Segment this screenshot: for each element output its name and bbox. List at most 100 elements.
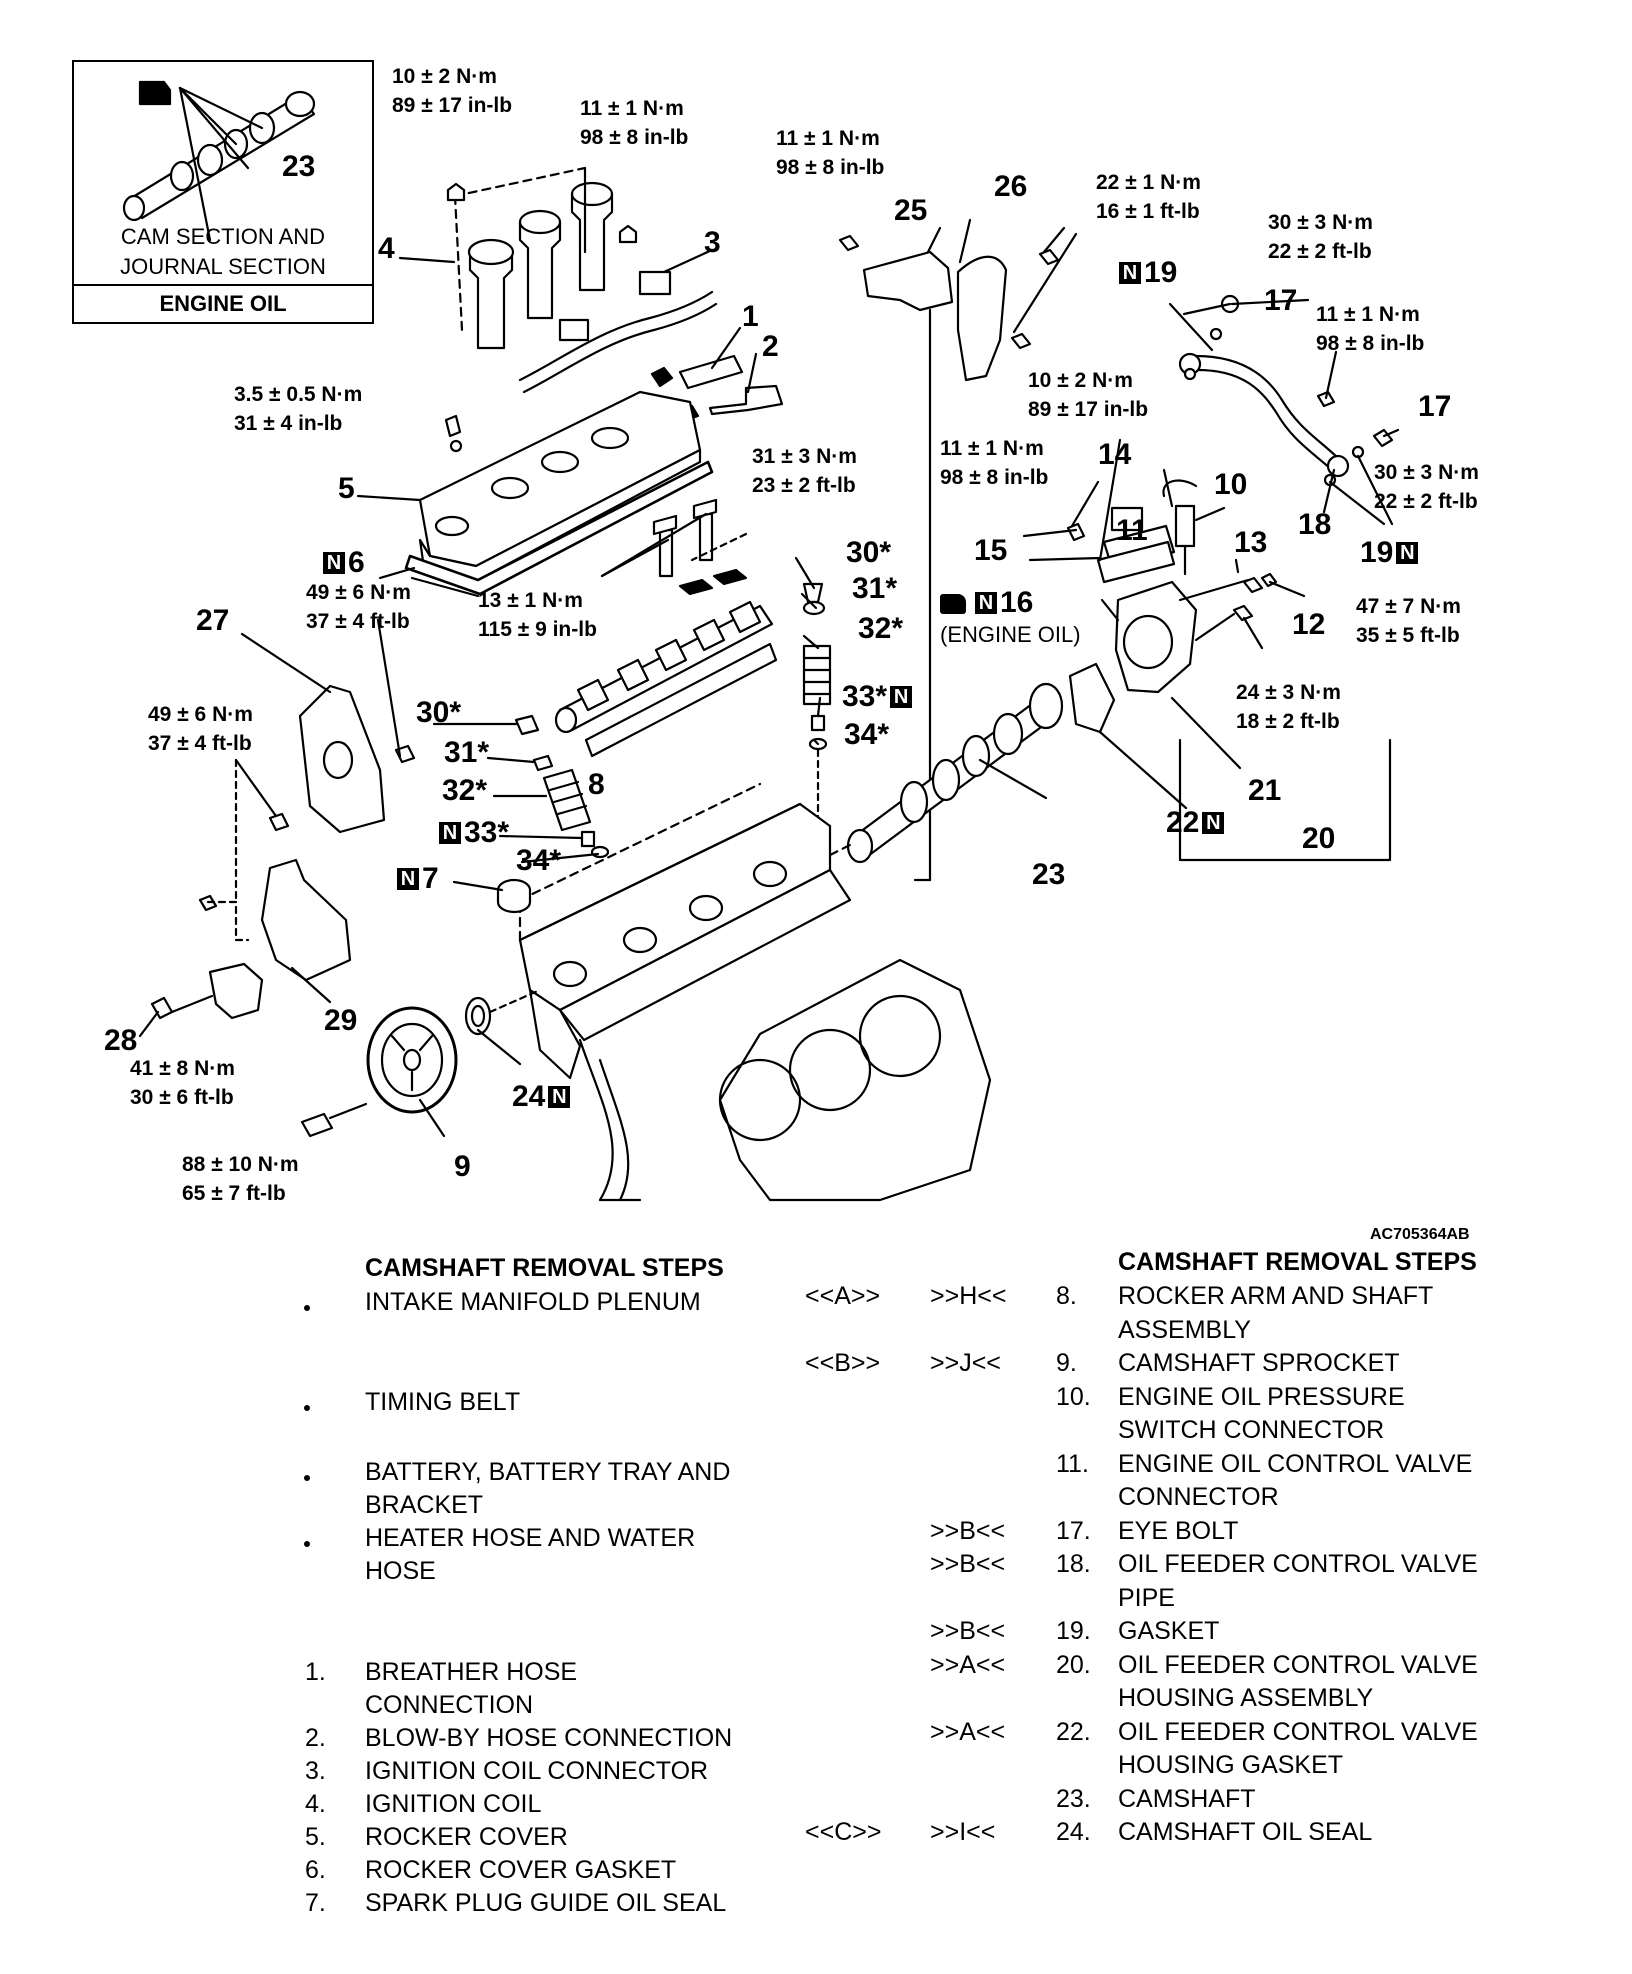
brackets-25-26-drawing [838,234,1060,882]
callout-15: 15 [974,534,1008,567]
callout-17-right: 17 [1418,390,1452,423]
rocker-cover-drawing [404,390,714,596]
step-number: 23. [1056,1785,1091,1813]
callout-3: 3 [704,226,721,259]
callout-1: 1 [742,300,759,333]
step-text: BLOW-BY HOSE CONNECTION [365,1724,733,1752]
installation-service-point: >>A<< [930,1718,1006,1746]
callout-20: 20 [1302,822,1336,855]
step-number: 7. [305,1889,326,1917]
step-text: HOUSING ASSEMBLY [1118,1684,1374,1712]
callout-32-center: 32* [858,612,904,645]
removal-service-point: <<C>> [805,1818,882,1846]
step-number: 19. [1056,1617,1091,1645]
lash-adjuster-left-drawing [514,714,610,859]
oil-feeder-housing-drawing [1068,572,1392,862]
step-number: 20. [1056,1651,1091,1679]
step-text: IGNITION COIL CONNECTOR [365,1757,709,1785]
bullet-icon [304,1541,310,1547]
new-part-mark: N [890,686,913,708]
removal-service-point: <<B>> [805,1349,881,1377]
step-bullet-3: BATTERY, BATTERY TRAY AND [365,1458,731,1486]
callout-30-left: 30* [416,696,462,729]
engine-oil-icon [940,594,966,614]
rocker-arm-assembly-drawing [554,600,778,758]
callout-11: 11 [1116,514,1148,547]
step-text: CAMSHAFT [1118,1785,1256,1813]
camshaft-sprocket-drawing [300,1006,458,1138]
step-text: ROCKER COVER GASKET [365,1856,677,1884]
inset-callout-23: 23 [282,150,316,183]
spark-plug-seal-drawing [496,878,532,914]
step-text: CONNECTOR [1118,1483,1279,1511]
steps-left-heading: CAMSHAFT REMOVAL STEPS [365,1254,724,1282]
new-part-mark: N [1202,812,1225,834]
step-text: OIL FEEDER CONTROL VALVE [1118,1651,1478,1679]
callout-23: 23 [1032,858,1066,891]
inset-caption-line2: JOURNAL SECTION [120,254,326,279]
callout-14: 14 [1098,438,1132,471]
callout-8: 8 [588,768,605,801]
installation-service-point: >>J<< [930,1349,1001,1377]
rocker-shaft-bolts-drawing [652,498,748,596]
step-number: 22. [1056,1718,1091,1746]
callout-25: 25 [894,194,928,227]
step-text: CONNECTION [365,1691,534,1719]
step-bullet-2: TIMING BELT [365,1388,521,1416]
steps-right-heading: CAMSHAFT REMOVAL STEPS [1118,1248,1477,1276]
new-part-mark: N [1396,542,1419,564]
callout-9: 9 [454,1150,471,1183]
bullet-icon [304,1405,310,1411]
step-number: 11. [1056,1450,1089,1478]
ignition-coils-drawing [446,166,638,350]
step-number: 1. [305,1658,326,1686]
lash-adjuster-center-drawing [802,582,832,822]
step-text: SPARK PLUG GUIDE OIL SEAL [365,1889,727,1917]
oil-control-valve-drawing [1066,479,1198,584]
step-bullet-1: INTAKE MANIFOLD PLENUM [365,1288,701,1316]
step-number: 5. [305,1823,326,1851]
step-text: CAMSHAFT SPROCKET [1118,1349,1400,1377]
leader-lines [138,218,1400,1138]
callout-34-center: 34* [844,718,890,751]
step-number: 18. [1056,1550,1091,1578]
callout-34-left: 34* [516,844,562,877]
callout-4: 4 [378,232,395,265]
callout-27: 27 [196,604,230,637]
new-part-mark: N [397,868,419,890]
callout-33-center: 33*N [842,680,915,714]
callout-28: 28 [104,1024,138,1057]
step-number: 9. [1056,1349,1077,1377]
bracket-27-drawing [234,684,416,904]
inset-caption-line1: CAM SECTION AND [120,224,326,249]
inset-footer: ENGINE OIL [74,284,372,322]
oil-seal-drawing [464,988,542,1036]
coil-harness-drawing [518,270,718,394]
step-text: CAMSHAFT OIL SEAL [1118,1818,1373,1846]
step-text: IGNITION COIL [365,1790,542,1818]
step-text: PIPE [1118,1584,1175,1612]
step-number: 17. [1056,1517,1091,1545]
callout-17-top: 17 [1264,284,1298,317]
engine-oil-note: (ENGINE OIL) [940,622,1081,647]
installation-service-point: >>B<< [930,1550,1006,1578]
new-part-mark: N [548,1086,571,1108]
step-number: 6. [305,1856,326,1884]
new-part-mark: N [1119,262,1141,284]
new-part-mark: N [323,552,345,574]
